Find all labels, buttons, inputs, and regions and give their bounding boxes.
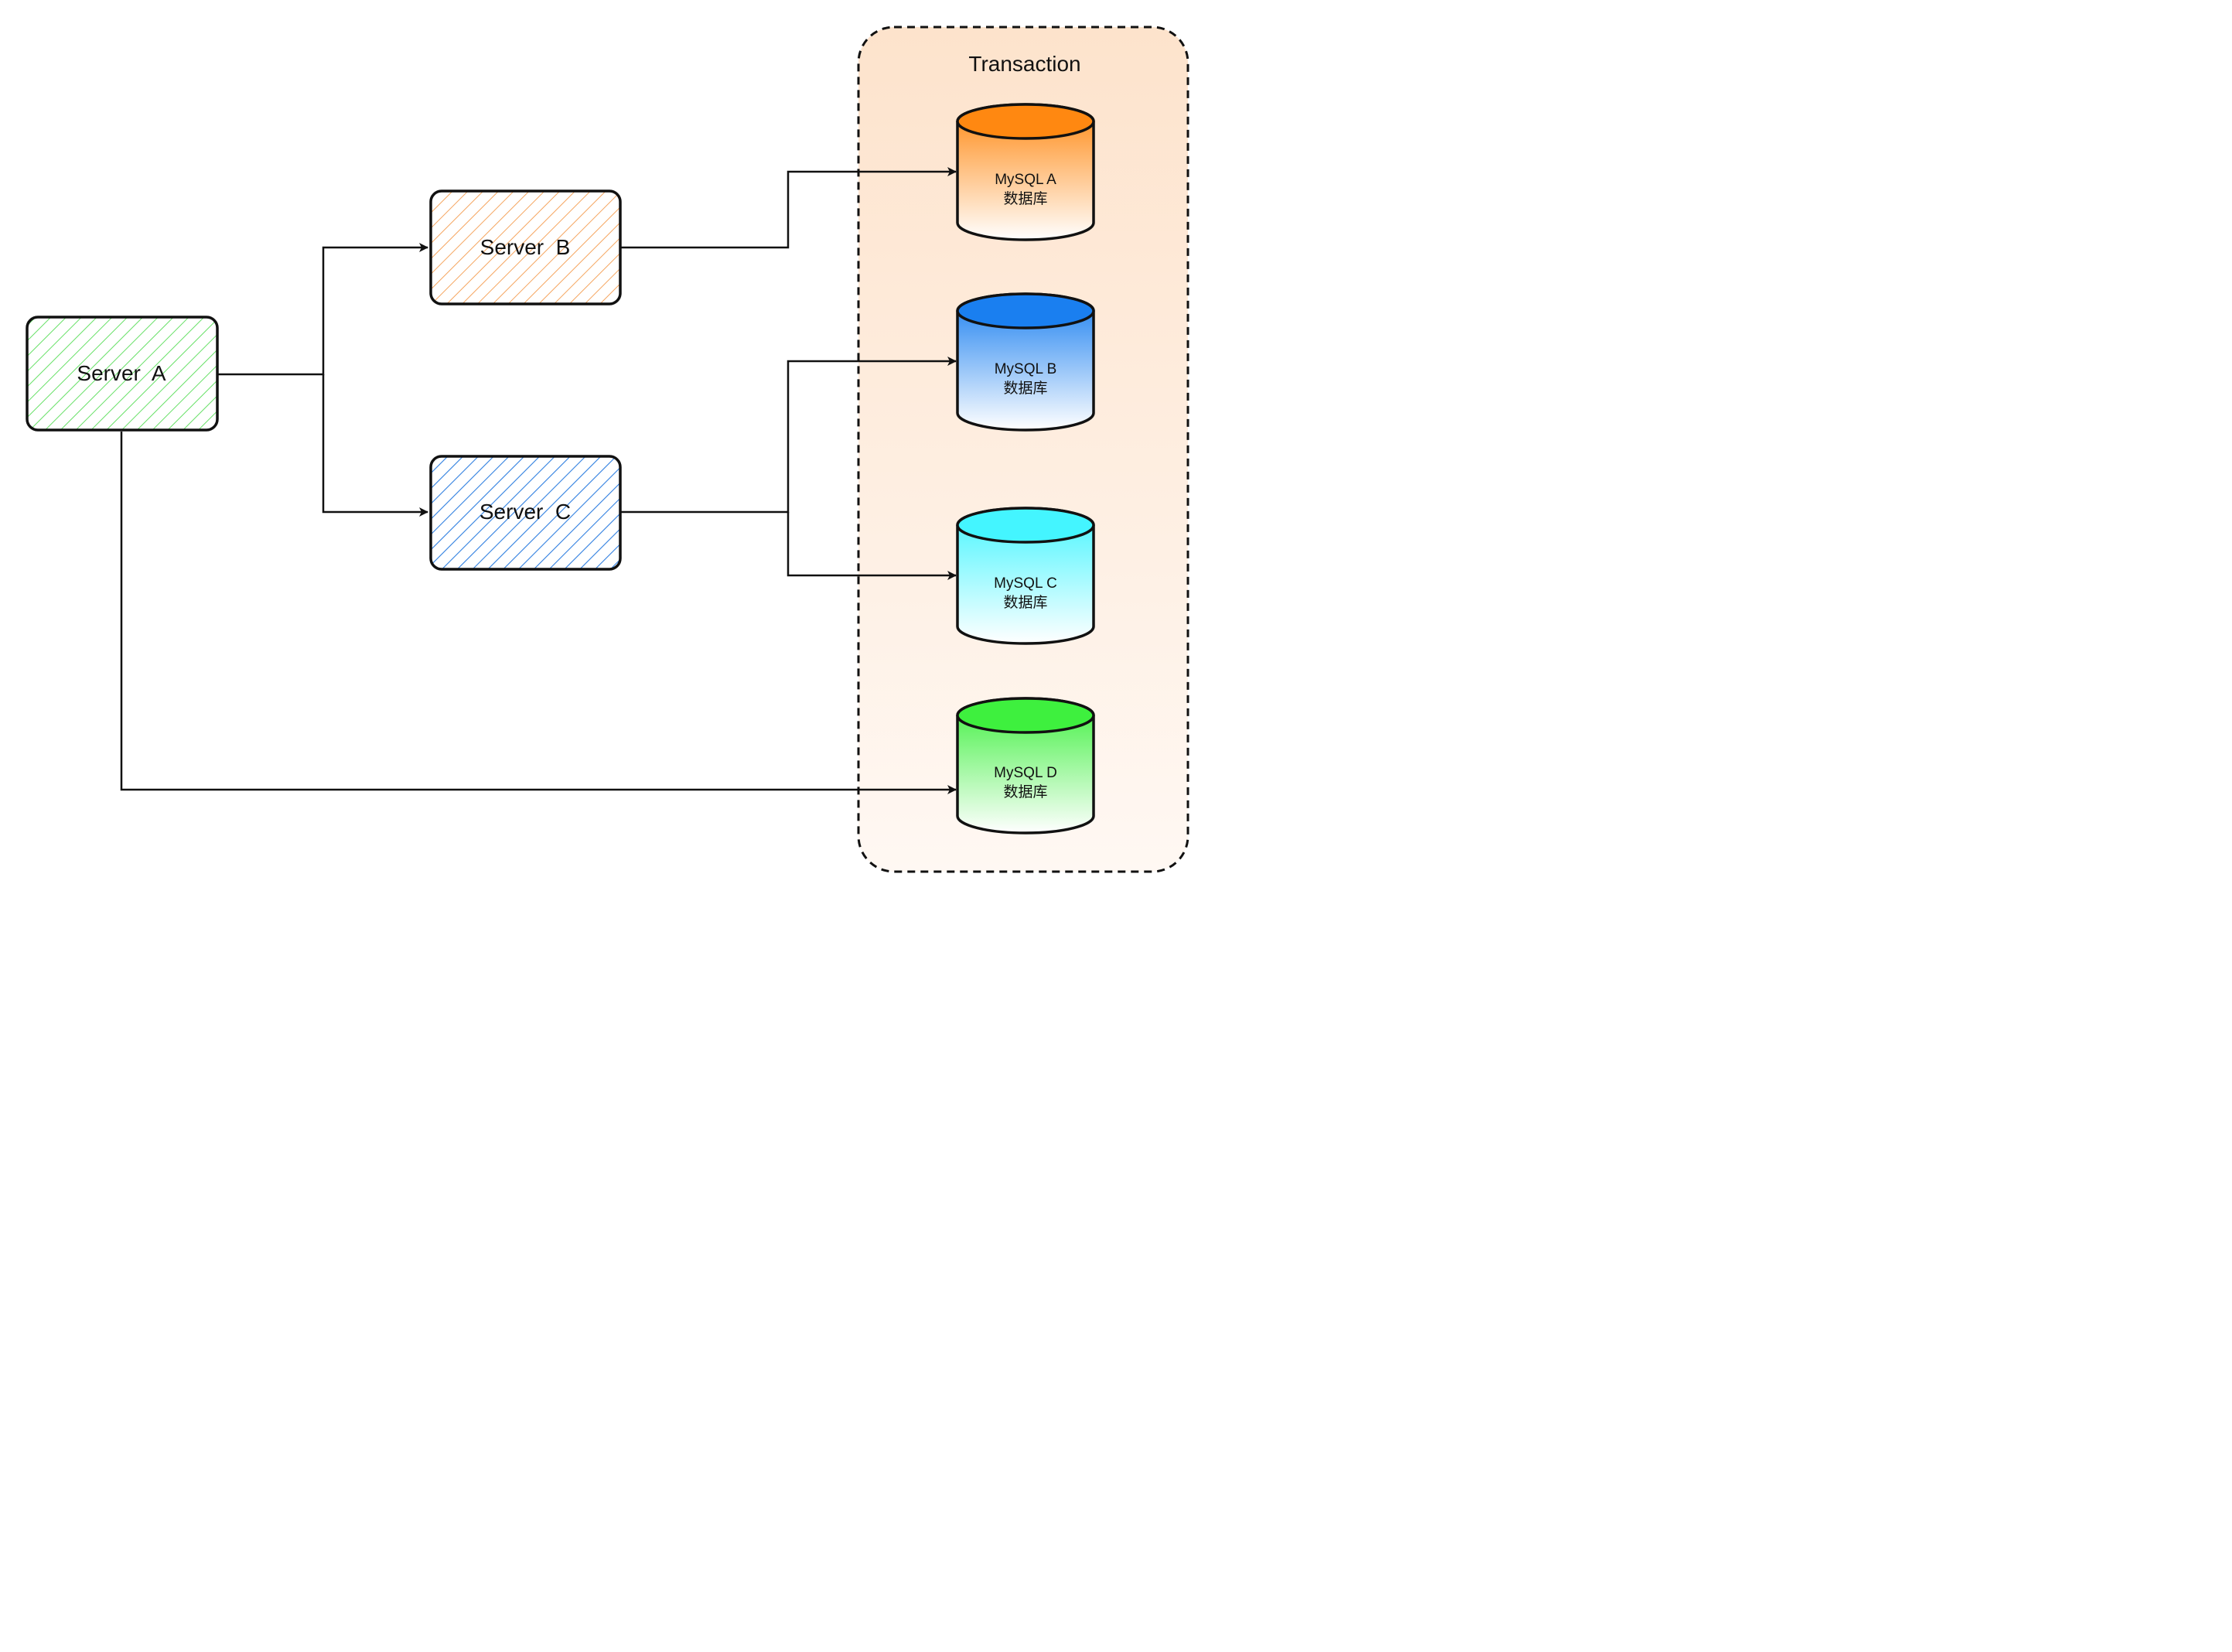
server-b-label: Server B [480,235,571,259]
edge-server-b-to-mysql-a [621,167,957,249]
mysql-d-label: MySQL D [994,765,1057,781]
mysql-c-cylinder-top [956,507,1095,544]
server-c-node[interactable]: Server C [429,455,622,571]
mysql-c-node[interactable]: MySQL C 数据库 [956,507,1095,645]
transaction-container [857,26,1189,873]
mysql-c-label: MySQL C [994,575,1057,592]
mysql-d-cylinder-top [956,697,1095,734]
mysql-a-label: MySQL A [995,172,1056,188]
transaction-title: Transaction [968,52,1080,76]
mysql-a-node[interactable]: MySQL A 数据库 [956,103,1095,241]
mysql-b-label: MySQL B [995,361,1057,377]
mysql-a-cylinder-top [956,103,1095,140]
mysql-b-sublabel: 数据库 [1003,380,1047,397]
edge-server-c-to-mysql-b [621,357,957,514]
server-a-label: Server A [77,361,166,385]
server-a-node[interactable]: Server A [26,316,219,432]
edge-server-a-to-server-c [322,374,428,517]
server-b-node[interactable]: Server B [429,189,622,305]
mysql-b-cylinder-top [956,292,1095,329]
mysql-c-sublabel: 数据库 [1003,594,1047,611]
mysql-d-node[interactable]: MySQL D 数据库 [956,697,1095,835]
edge-server-a-to-server-b [217,243,428,376]
edge-server-a-to-mysql-d [120,432,957,794]
mysql-a-sublabel: 数据库 [1003,190,1047,207]
server-c-label: Server C [480,500,571,524]
server-c-box [429,455,622,571]
edge-server-c-to-mysql-c [787,512,957,580]
mysql-b-node[interactable]: MySQL B 数据库 [956,292,1095,432]
architecture-diagram: Transaction Server A Server B Server C M… [26,26,1189,873]
mysql-d-sublabel: 数据库 [1003,783,1047,800]
transaction-group: Transaction [857,26,1189,873]
connectors [120,167,957,794]
server-b-box [429,189,622,305]
server-a-box [26,316,219,432]
